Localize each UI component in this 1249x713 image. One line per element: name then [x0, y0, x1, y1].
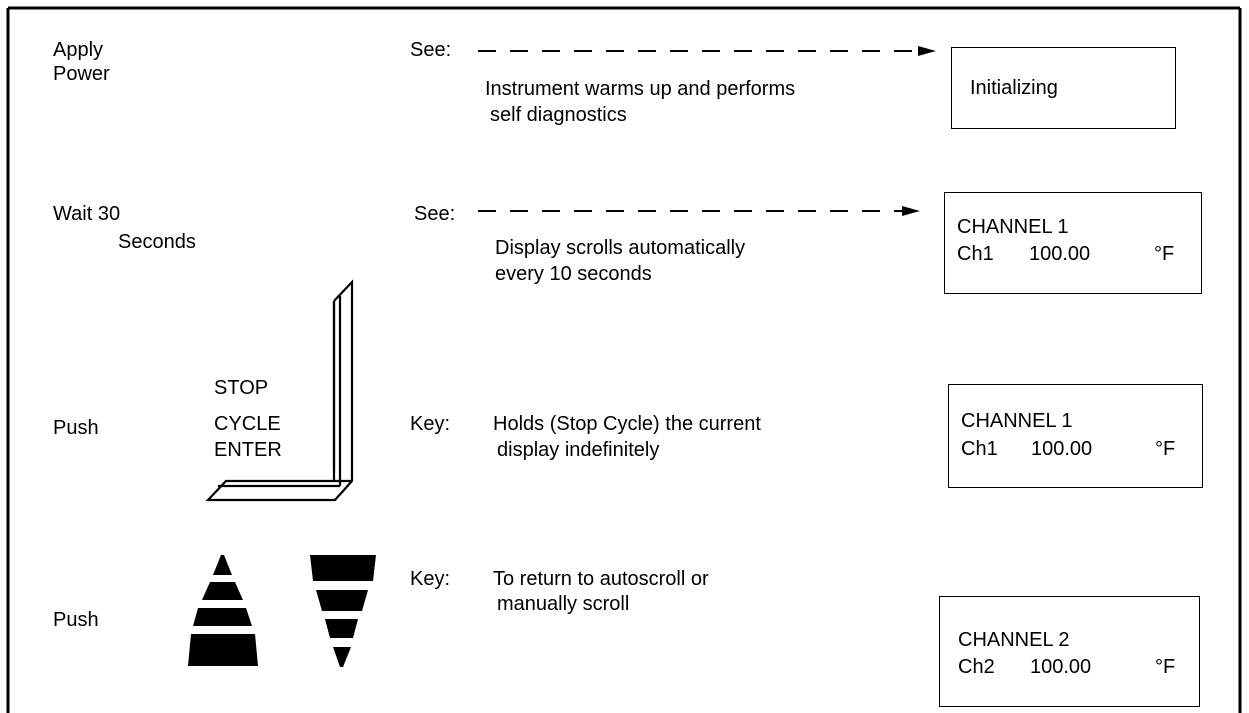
prefix-see-2: See: — [414, 203, 456, 225]
lcd-unit: °F — [1155, 656, 1176, 678]
description-line: Instrument warms up and performs — [485, 78, 796, 100]
action-wait: Wait 30 — [53, 203, 121, 225]
lcd-display-initializing: Initializing — [951, 47, 1176, 129]
lcd-unit: °F — [1155, 438, 1176, 460]
key-label-enter: ENTER — [214, 439, 282, 461]
key-label-stop: STOP — [214, 377, 269, 399]
lcd-channel: Ch1 — [957, 243, 994, 265]
action-apply: Apply — [53, 39, 104, 61]
lcd-value: 100.00 — [1029, 243, 1091, 265]
lcd-unit: °F — [1154, 243, 1175, 265]
down-arrow-key-icon — [310, 555, 376, 667]
key-label-cycle: CYCLE — [214, 413, 281, 435]
lcd-line-1: CHANNEL 2 — [958, 629, 1070, 651]
prefix-key-2: Key: — [410, 568, 451, 590]
description-line: Holds (Stop Cycle) the current — [493, 413, 761, 435]
description-line: manually scroll — [497, 593, 630, 615]
description-line: display indefinitely — [497, 439, 660, 461]
lcd-display-channel-1-hold: CHANNEL 1 Ch1 100.00 °F — [948, 384, 1203, 488]
lcd-value: 100.00 — [1030, 656, 1092, 678]
description-line: every 10 seconds — [495, 263, 652, 285]
lcd-line-1: CHANNEL 1 — [961, 410, 1073, 432]
lcd-channel: Ch2 — [958, 656, 995, 678]
prefix-see-1: See: — [410, 39, 452, 61]
arrow-row-2 — [478, 206, 920, 216]
description-line: self diagnostics — [490, 104, 627, 126]
lcd-value: 100.00 — [1031, 438, 1093, 460]
up-arrow-key-icon — [188, 555, 258, 666]
lcd-line-1: Initializing — [970, 77, 1058, 99]
action-push: Push — [53, 609, 99, 631]
stop-cycle-enter-key-icon — [205, 279, 354, 502]
lcd-display-channel-2: CHANNEL 2 Ch2 100.00 °F — [939, 596, 1200, 707]
action-seconds: Seconds — [118, 231, 196, 253]
description-line: To return to autoscroll or — [493, 568, 709, 590]
prefix-key-1: Key: — [410, 413, 451, 435]
action-power: Power — [53, 63, 110, 85]
arrow-row-1 — [478, 46, 936, 56]
lcd-line-1: CHANNEL 1 — [957, 216, 1069, 238]
lcd-display-channel-1: CHANNEL 1 Ch1 100.00 °F — [944, 192, 1202, 294]
lcd-channel: Ch1 — [961, 438, 998, 460]
action-push: Push — [53, 417, 99, 439]
description-line: Display scrolls automatically — [495, 237, 746, 259]
